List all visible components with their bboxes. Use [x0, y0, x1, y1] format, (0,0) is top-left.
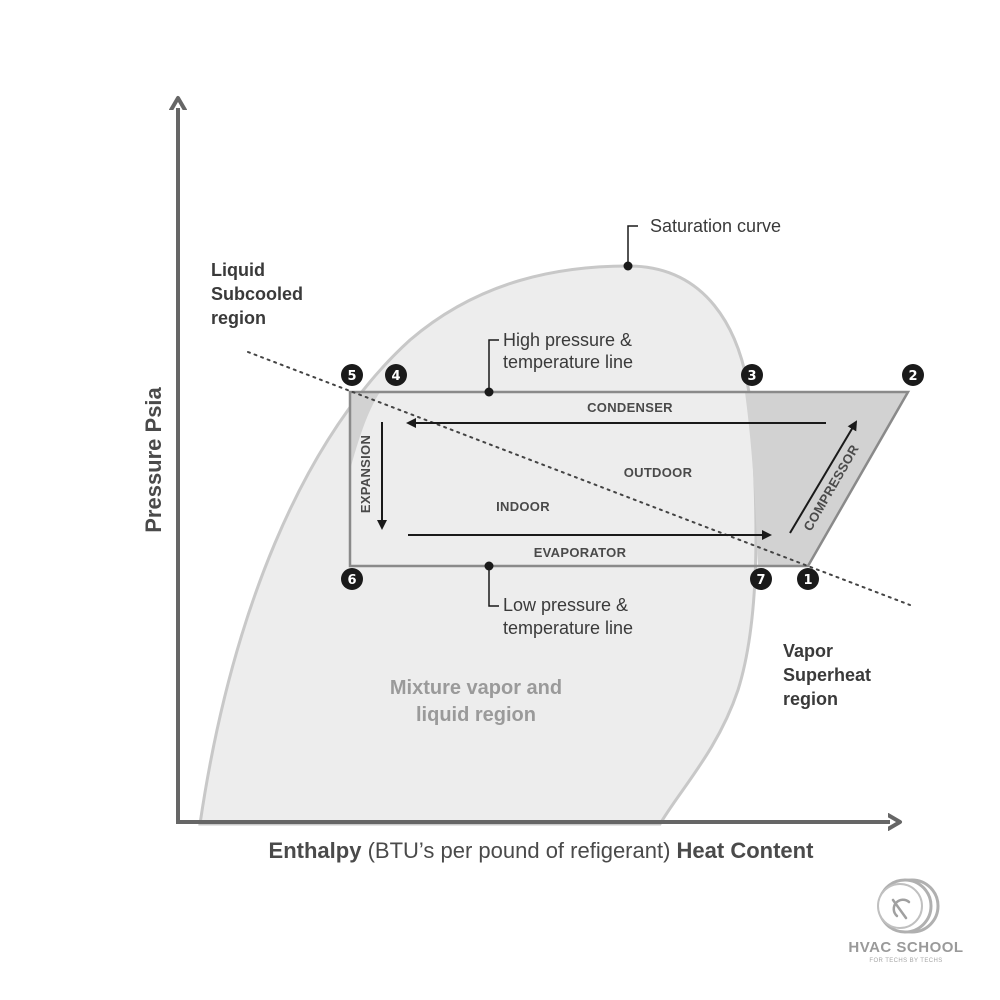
logo-ring-inner	[877, 883, 923, 929]
high-pressure-label-line1: High pressure &	[503, 330, 632, 350]
point-badge-2: 2	[902, 364, 924, 386]
svg-text:3: 3	[747, 369, 756, 384]
point-badge-1: 1	[797, 568, 819, 590]
svg-text:6: 6	[347, 573, 356, 588]
vapor-region-label-line1: Vapor	[783, 641, 833, 661]
x-axis-title-part2: (BTU’s per pound of refigerant)	[361, 838, 676, 863]
point-badge-7: 7	[750, 568, 772, 590]
dotted-divider-line	[247, 351, 911, 606]
liquid-region-label-line1: Liquid	[211, 260, 265, 280]
mixture-region-label-line2: liquid region	[416, 704, 536, 726]
svg-text:4: 4	[391, 369, 400, 384]
condenser-label: CONDENSER	[587, 400, 673, 415]
high-pressure-label-line2: temperature line	[503, 352, 633, 372]
vapor-region-label-line2: Superheat	[783, 665, 871, 685]
point-badge-4: 4	[385, 364, 407, 386]
low-pressure-label-line2: temperature line	[503, 618, 633, 638]
x-axis-title-part1: Enthalpy	[269, 838, 363, 863]
low-pressure-label-line1: Low pressure &	[503, 595, 628, 615]
logo-tagline: FOR TECHS BY TECHS	[869, 958, 942, 964]
low-pressure-callout-leader	[488, 566, 499, 607]
hvac-school-logo: HVAC SCHOOL FOR TECHS BY TECHS	[848, 878, 963, 964]
point-badge-3: 3	[741, 364, 763, 386]
refrigeration-cycle-outline	[348, 390, 911, 568]
x-axis-title: Enthalpy (BTU’s per pound of refigerant)…	[269, 838, 815, 863]
evaporator-label: EVAPORATOR	[534, 545, 627, 560]
vapor-region-label-line3: region	[783, 689, 838, 709]
point-badge-5: 5	[341, 364, 363, 386]
low-pressure-callout-dot	[484, 561, 494, 571]
logo-name: HVAC SCHOOL	[848, 939, 963, 956]
point-badge-6: 6	[341, 568, 363, 590]
indoor-label: INDOOR	[496, 499, 550, 514]
svg-text:1: 1	[803, 573, 812, 588]
liquid-region-label-line2: Subcooled	[211, 284, 303, 304]
saturation-callout-dot	[623, 261, 633, 271]
liquid-region-label-line3: region	[211, 308, 266, 328]
mixture-region-label-line1: Mixture vapor and	[390, 677, 562, 699]
saturation-curve-label: Saturation curve	[650, 216, 781, 236]
subcooled-shading	[350, 392, 380, 470]
outdoor-label: OUTDOOR	[624, 465, 693, 480]
svg-text:5: 5	[347, 369, 356, 384]
compressor-arrow	[789, 420, 858, 534]
superheat-shading	[745, 392, 908, 566]
expansion-label: EXPANSION	[358, 435, 373, 513]
saturation-dome	[198, 264, 758, 826]
gauge-icon	[891, 898, 911, 920]
saturation-callout-leader	[627, 225, 638, 266]
x-axis-title-part3: Heat Content	[677, 838, 815, 863]
y-axis-title: Pressure Psia	[141, 386, 166, 532]
high-pressure-callout-dot	[484, 387, 494, 397]
svg-text:7: 7	[756, 573, 765, 588]
svg-text:2: 2	[908, 369, 917, 384]
high-pressure-callout-leader	[488, 339, 499, 392]
